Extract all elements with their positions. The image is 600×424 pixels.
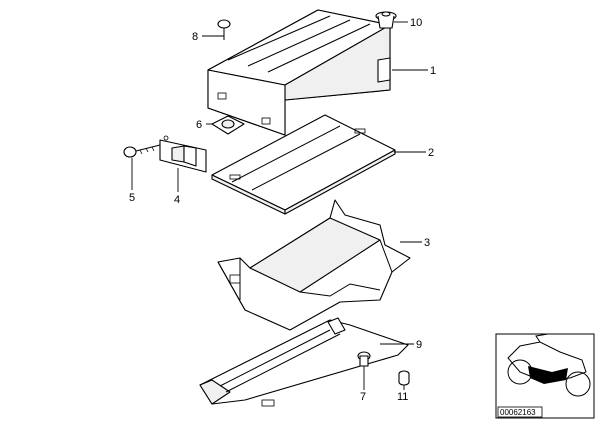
callout-7: 7: [360, 391, 366, 403]
part-11-spacer[interactable]: [398, 370, 410, 386]
part-7-screw[interactable]: [357, 351, 371, 367]
part-10-grommet[interactable]: [375, 11, 397, 29]
thumbnail-inset: 00062163: [495, 333, 595, 419]
part-8-screw-top[interactable]: [217, 19, 231, 40]
callout-1: 1: [430, 65, 436, 77]
motorcycle-icon: [507, 333, 591, 397]
thumbnail-doc-id: 00062163: [500, 408, 536, 417]
callout-9: 9: [416, 339, 422, 351]
part-2-plate[interactable]: [211, 114, 396, 215]
callout-11: 11: [397, 391, 408, 403]
callout-2: 2: [428, 147, 434, 159]
callout-labels: 1 2 3 4 5 6 7 8 9 10 11: [129, 17, 436, 403]
callout-10: 10: [410, 17, 422, 29]
part-4-bracket[interactable]: [159, 135, 207, 173]
leader-lines: [131, 21, 428, 390]
thumbnail-id-box: [497, 406, 543, 418]
part-9-bottom-bracket[interactable]: [199, 317, 409, 407]
callout-6: 6: [196, 119, 202, 131]
part-5-screw[interactable]: [123, 144, 161, 158]
part-3-tray[interactable]: [217, 199, 411, 331]
callout-5: 5: [129, 192, 135, 204]
callout-8: 8: [192, 31, 198, 43]
part-1-cover[interactable]: [207, 9, 391, 136]
callout-3: 3: [424, 237, 430, 249]
callout-4: 4: [174, 194, 180, 206]
part-6-clip-nut[interactable]: [211, 115, 245, 135]
